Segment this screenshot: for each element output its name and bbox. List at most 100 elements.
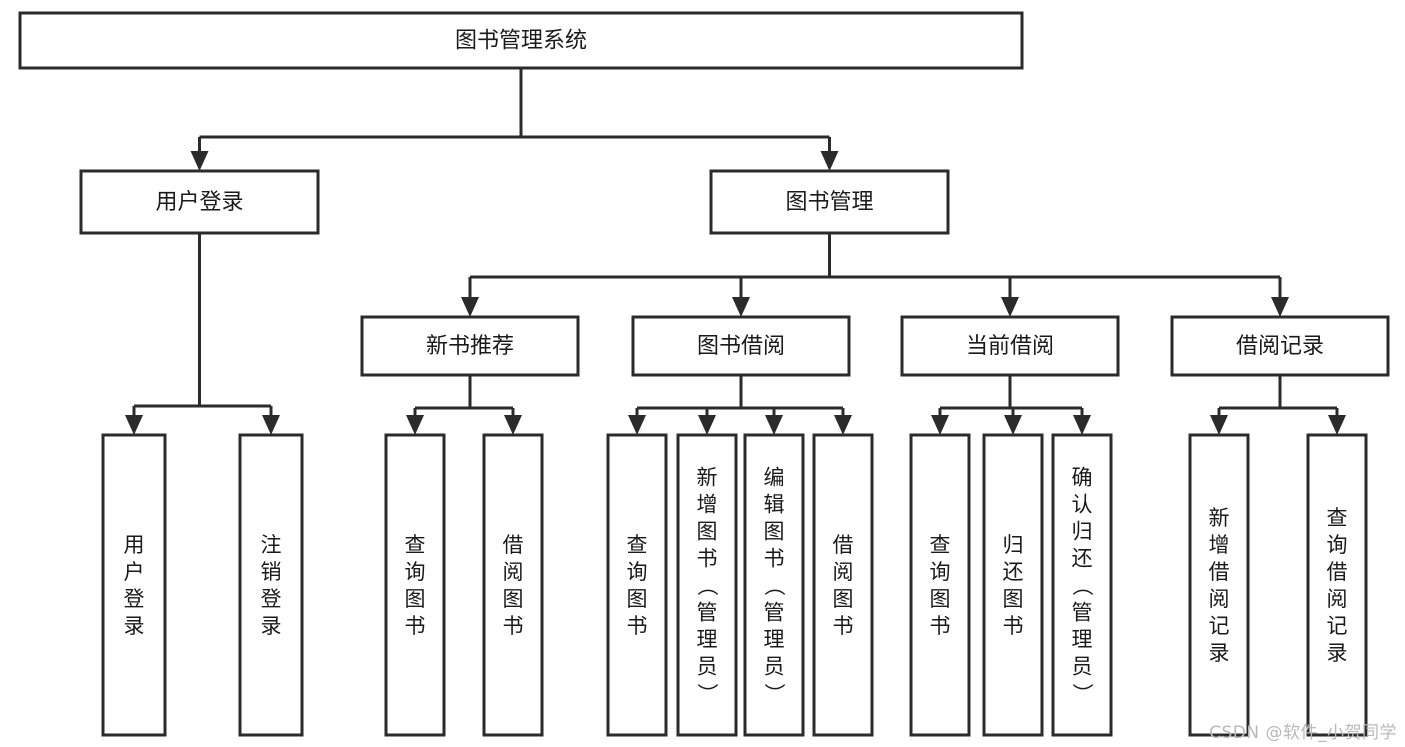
node-box[interactable] <box>900 315 1120 377</box>
node-label-char: 书 <box>1003 614 1024 638</box>
node-box[interactable] <box>606 433 668 737</box>
arrow-head-icon <box>834 415 852 435</box>
node-box[interactable] <box>1051 433 1113 737</box>
node-box[interactable] <box>1170 315 1390 377</box>
node-label-char: 归 <box>1003 533 1024 557</box>
node-label-char: （ <box>695 575 719 596</box>
node-leaf-0[interactable]: 用户登录 <box>101 433 167 737</box>
node-label-char: 借 <box>1327 560 1348 584</box>
node-label-char: 图 <box>503 587 524 611</box>
node-box[interactable] <box>360 315 580 377</box>
node-label-char: 书 <box>697 547 718 571</box>
node-label-char: 图 <box>627 587 648 611</box>
node-label-char: 管 <box>764 601 785 625</box>
arrow-head-icon <box>1271 297 1289 317</box>
node-box[interactable] <box>482 433 544 737</box>
node-box[interactable] <box>1188 433 1250 737</box>
arrow-head-icon <box>504 415 522 435</box>
node-label: 借阅记录 <box>1236 334 1324 359</box>
arrow-head-icon <box>262 415 280 435</box>
node-label-char: 借 <box>1209 560 1230 584</box>
node-box[interactable] <box>743 433 805 737</box>
node-label-char: 图 <box>930 587 951 611</box>
node-label-char: 询 <box>1327 533 1348 557</box>
arrow-head-icon <box>1328 415 1346 435</box>
arrow-head-icon <box>628 415 646 435</box>
node-l3-3[interactable]: 借阅记录 <box>1170 315 1390 377</box>
node-label-char: 理 <box>764 628 785 652</box>
node-box[interactable] <box>982 433 1044 737</box>
node-label-char: 辑 <box>764 493 785 517</box>
node-l2-1[interactable]: 图书管理 <box>709 169 950 235</box>
node-label-char: 录 <box>124 614 145 638</box>
node-label-char: 新 <box>1209 506 1230 530</box>
nodes-layer: 图书管理系统用户登录图书管理新书推荐图书借阅当前借阅借阅记录用户登录注销登录查询… <box>18 11 1390 737</box>
arrow-head-icon <box>698 415 716 435</box>
node-label-char: 认 <box>1072 493 1093 517</box>
node-label-char: 图 <box>405 587 426 611</box>
node-box[interactable] <box>18 11 1024 70</box>
node-label-char: 登 <box>124 587 145 611</box>
node-label-char: 书 <box>833 614 854 638</box>
node-label-char: 书 <box>930 614 951 638</box>
node-box[interactable] <box>812 433 874 737</box>
arrow-head-icon <box>1004 415 1022 435</box>
node-label-char: 录 <box>1209 641 1230 665</box>
node-label-char: 借 <box>503 533 524 557</box>
node-box[interactable] <box>676 433 738 737</box>
node-label-char: 录 <box>1327 641 1348 665</box>
connectors-layer <box>125 68 1346 435</box>
node-label: 新书推荐 <box>426 334 514 359</box>
node-label-char: 书 <box>764 547 785 571</box>
node-label-char: 借 <box>833 533 854 557</box>
node-label-char: （ <box>1070 575 1094 596</box>
node-box[interactable] <box>631 315 851 377</box>
node-label-char: 员 <box>1072 655 1093 679</box>
node-label-char: ） <box>695 683 719 704</box>
node-box[interactable] <box>709 169 950 235</box>
node-label-char: 增 <box>697 493 718 517</box>
node-label-char: 员 <box>697 655 718 679</box>
node-box[interactable] <box>384 433 446 737</box>
arrow-head-icon <box>190 151 209 171</box>
node-label: 用户登录 <box>155 190 243 215</box>
node-label-char: 阅 <box>833 560 854 584</box>
node-l3-0[interactable]: 新书推荐 <box>360 315 580 377</box>
node-l2-0[interactable]: 用户登录 <box>79 169 320 235</box>
node-label-char: 图 <box>1003 587 1024 611</box>
node-label-char: 查 <box>627 533 648 557</box>
node-label-char: 登 <box>261 587 282 611</box>
node-box[interactable] <box>1306 433 1368 737</box>
node-label-char: 用 <box>124 533 145 557</box>
node-box[interactable] <box>101 433 167 737</box>
node-label-char: 书 <box>405 614 426 638</box>
node-label-char: 记 <box>1327 614 1348 638</box>
node-label: 图书借阅 <box>697 334 785 359</box>
node-label-char: 注 <box>261 533 282 557</box>
arrow-head-icon <box>406 415 424 435</box>
node-box[interactable] <box>238 433 304 737</box>
node-root-0[interactable]: 图书管理系统 <box>18 11 1024 70</box>
node-label-char: 增 <box>1209 533 1230 557</box>
node-l3-2[interactable]: 当前借阅 <box>900 315 1120 377</box>
node-box[interactable] <box>909 433 971 737</box>
node-label-char: 阅 <box>503 560 524 584</box>
node-label-char: 图 <box>697 520 718 544</box>
node-label-char: 阅 <box>1209 587 1230 611</box>
node-box[interactable] <box>79 169 320 235</box>
node-l3-1[interactable]: 图书借阅 <box>631 315 851 377</box>
